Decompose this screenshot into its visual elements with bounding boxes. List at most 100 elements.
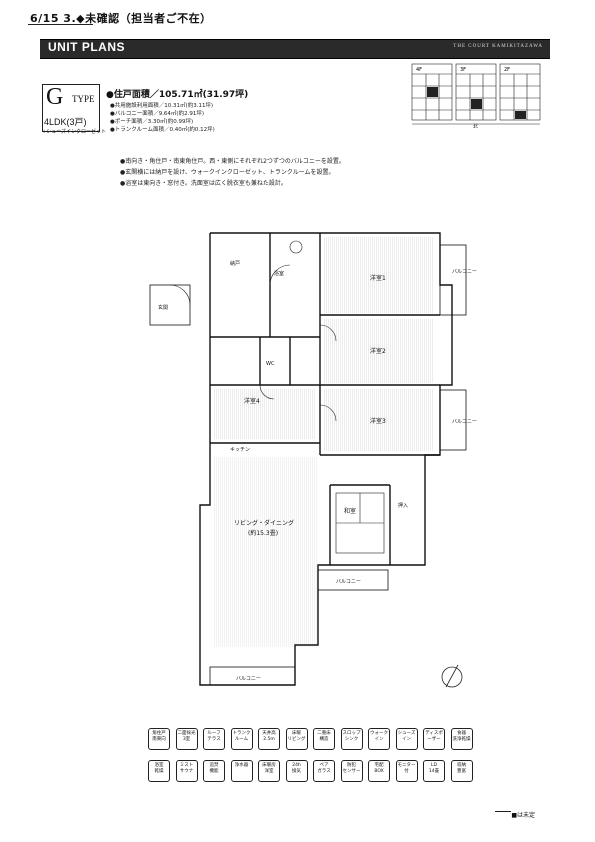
footer-note: ■は未定 <box>511 812 535 819</box>
feature-icon: トランクルーム <box>230 728 253 750</box>
feature-icon-line: 二面採光 <box>177 731 196 736</box>
spec-line: ●バルコニー面積／9.64㎡(約2.91坪) <box>110 111 204 117</box>
feature-icon-line: ルーム <box>234 737 249 742</box>
feature-icon-line: 構造 <box>319 737 329 742</box>
floor-plan: リビング・ダイニング (約15.3畳) 洋室1 洋室2 洋室3 洋室4 和室 バ… <box>149 232 477 688</box>
header-bar <box>40 39 550 59</box>
page-subtitle: THE COURT KAMIKITAZAWA <box>453 44 543 49</box>
description-line: ●浴室は東向き・窓付き。洗面室は広く脱衣室も兼ねた設計。 <box>120 180 287 187</box>
feature-icon-line: 換気 <box>292 769 301 774</box>
feature-icon-line: 付 <box>404 769 409 774</box>
feature-icon-line: リビング <box>287 737 306 742</box>
feature-icon: シューズイン <box>395 728 418 750</box>
feature-icon-line: モニター <box>397 763 416 768</box>
feature-icon: 食器洗浄乾燥 <box>450 728 473 750</box>
feature-icon-line: 豊富 <box>457 769 466 774</box>
description-line: ●玄関横には納戸を設け、ウォークインクローゼット、トランクルームを設置。 <box>120 169 335 176</box>
feature-icon-line: 床暖 <box>292 731 301 736</box>
feature-icon-line: ルーフ <box>207 731 221 736</box>
feature-icon-line: 機能 <box>209 769 219 774</box>
unit-ldk: 4LDK(3戸) <box>44 117 87 127</box>
feature-icon: 浄水器 <box>230 760 253 782</box>
feature-icon-line: ーザー <box>427 737 441 742</box>
feature-icon-line: 食器 <box>457 731 466 736</box>
plan-label-entrance: 玄関 <box>158 304 168 311</box>
page-title: UNIT PLANS <box>48 40 125 54</box>
handwritten-note: 6/15 3.◆未確認（担当者ご不在） <box>30 12 212 25</box>
feature-icon-line: テラス <box>207 737 221 742</box>
feature-icon: 角住戸南東向 <box>148 728 170 750</box>
feature-icon-line: 床暖房 <box>262 763 276 768</box>
feature-icon-line: 南東向 <box>152 737 166 742</box>
keyplan-label: 3F <box>460 67 466 73</box>
feature-icon-line: ディスポ <box>425 731 443 736</box>
plan-label-western4: 洋室4 <box>244 397 260 405</box>
feature-icon: ルーフテラス <box>203 728 225 750</box>
feature-icon-line: 宅配 <box>374 763 384 768</box>
plan-label-japanese: 和室 <box>344 507 356 515</box>
unit-note: +シューズインクローゼット <box>42 129 106 135</box>
plan-label-balcony: バルコニー <box>236 676 261 682</box>
feature-icon-line: 追焚 <box>209 763 219 768</box>
feature-icon-line: 収納 <box>457 763 466 768</box>
plan-label-balcony: バルコニー <box>452 419 477 425</box>
plan-label-balcony: バルコニー <box>452 269 477 275</box>
feature-icon-line: サウナ <box>179 769 194 774</box>
feature-icon: 追焚機能 <box>203 760 225 782</box>
feature-icon-line: センサー <box>342 769 361 774</box>
feature-icon: 床暖リビング <box>285 728 308 750</box>
plan-label-living: リビング・ダイニング <box>234 519 294 527</box>
unit-type-letter: G <box>46 84 64 110</box>
feature-icon-line: 3室 <box>182 737 191 742</box>
plan-label-balcony: バルコニー <box>336 579 361 585</box>
feature-icon: ディスポーザー <box>423 728 445 750</box>
feature-icon-line: ウォーク <box>370 731 388 736</box>
feature-icon-line: 二重床 <box>317 731 331 736</box>
unit-type-box <box>42 84 100 132</box>
feature-icon-line: 角住戸 <box>152 731 166 736</box>
feature-icon-line: スロップ <box>342 731 361 736</box>
keyplan-label: 4F <box>416 67 422 73</box>
feature-icon-line: ペア <box>319 763 329 768</box>
plan-label-western3: 洋室3 <box>370 417 386 425</box>
feature-icon-line: 14畳 <box>428 769 440 774</box>
feature-icon-line: 洋室 <box>264 769 274 774</box>
feature-icon-line: 24h <box>292 763 301 768</box>
plan-label-closet: 押入 <box>398 502 408 509</box>
feature-icon-line: LD <box>431 763 437 768</box>
plan-label-storage: 納戸 <box>230 260 240 267</box>
feature-icon: 浴室乾燥 <box>148 760 170 782</box>
feature-icon-line: イン <box>374 737 384 742</box>
plan-label-western2: 洋室2 <box>370 347 386 355</box>
feature-icon-line: 浴室 <box>154 763 164 768</box>
spec-line: ●共用施設利用面積／10.31㎡(約3.11坪) <box>110 103 214 109</box>
feature-icon-line: ミスト <box>179 763 194 768</box>
feature-icon: モニター付 <box>395 760 418 782</box>
handwritten-underline <box>28 24 93 25</box>
plan-label-western1: 洋室1 <box>370 274 386 282</box>
footer-line <box>495 811 511 812</box>
spec-line: ●トランクルーム面積／0.40㎡(約0.12坪) <box>110 127 215 133</box>
feature-icon: スロップシンク <box>340 728 363 750</box>
keyplan-label: 2F <box>504 67 510 73</box>
feature-icon-line: 天井高 <box>262 731 276 736</box>
unit-type-word: TYPE <box>72 94 95 104</box>
feature-icon: ペアガラス <box>313 760 335 782</box>
feature-icon: ミストサウナ <box>175 760 198 782</box>
feature-icon: 収納豊富 <box>450 760 473 782</box>
description-line: ●南向き・角住戸・南東角住戸。西・東側にそれぞれ2つずつのバルコニーを設置。 <box>120 158 345 165</box>
feature-icon: 床暖房洋室 <box>258 760 280 782</box>
key-plan: 4F 3F 2F 北 <box>411 63 541 128</box>
feature-icon-line: シューズ <box>397 731 416 736</box>
feature-icon: 防犯センサー <box>340 760 363 782</box>
feature-icon-line: 浄水器 <box>234 763 249 768</box>
feature-icon-line: イン <box>402 737 411 742</box>
feature-icon: ウォークイン <box>368 728 390 750</box>
plan-label-bath: 浴室 <box>274 270 284 277</box>
feature-icon-line: 2.5m <box>263 737 275 742</box>
